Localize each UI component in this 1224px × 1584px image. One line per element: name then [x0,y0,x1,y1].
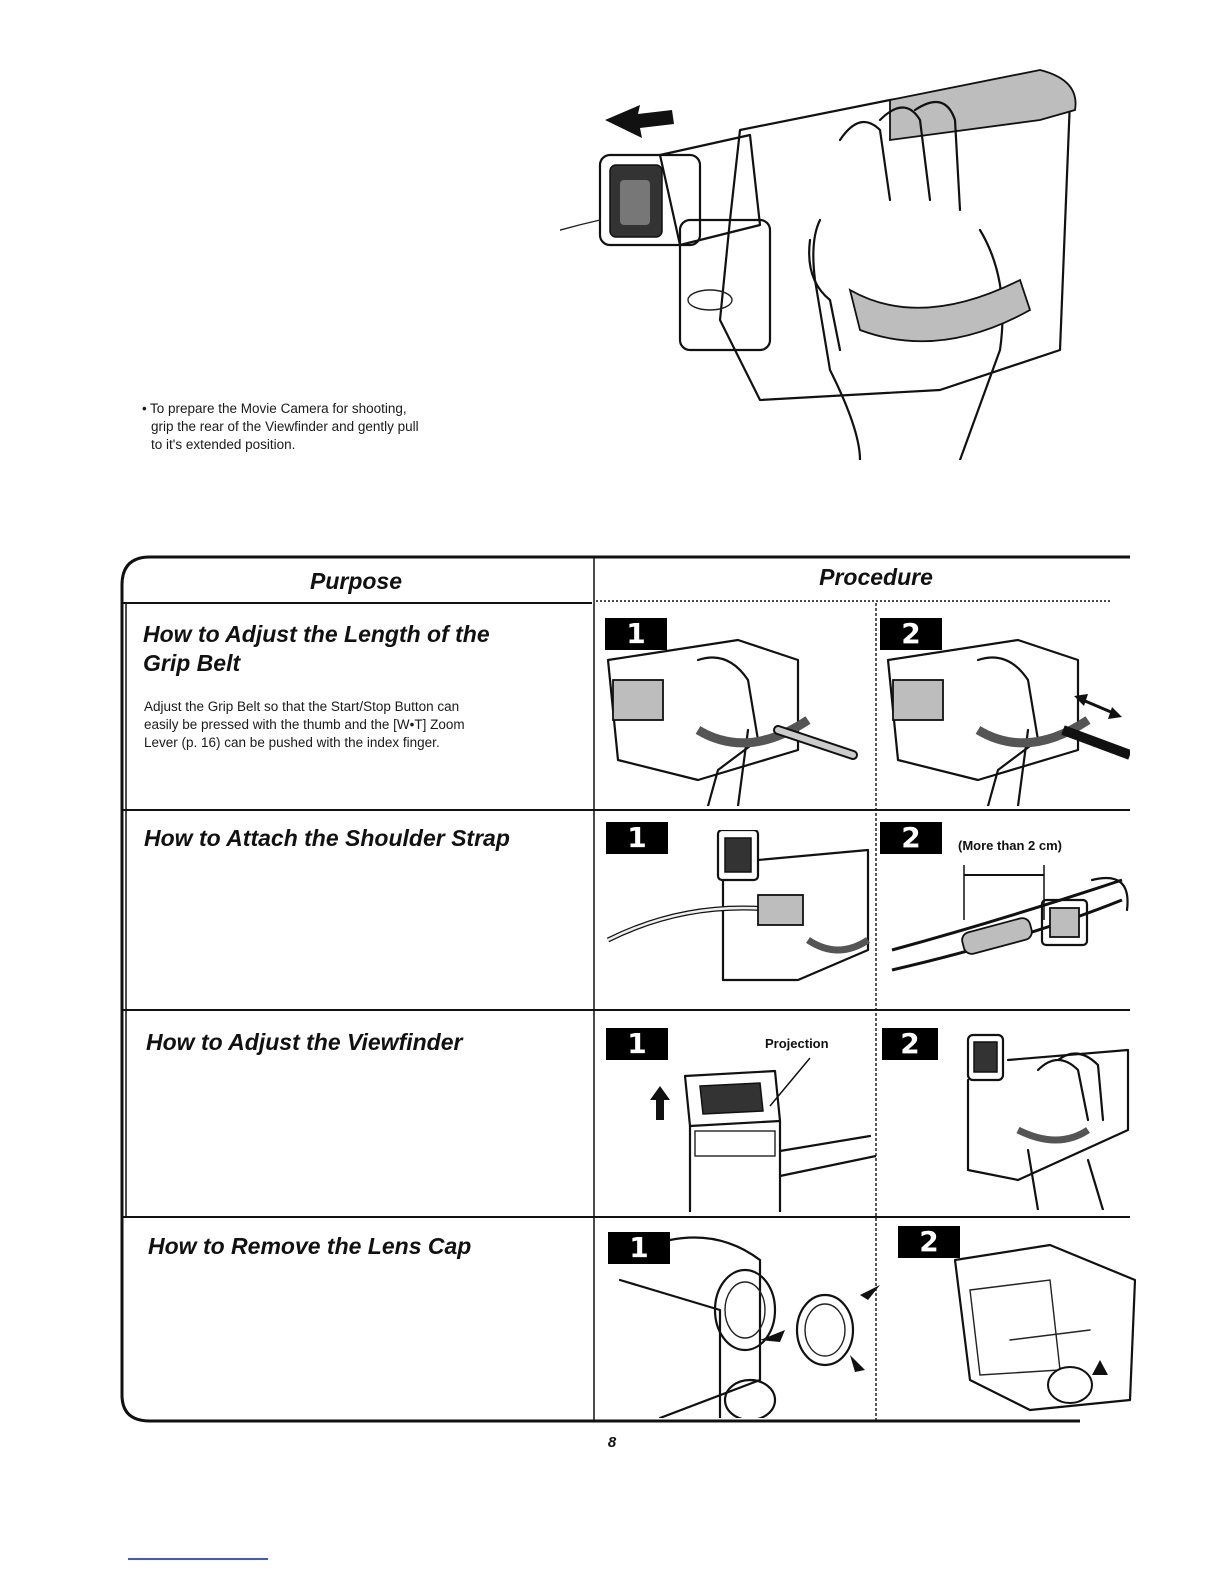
step-badge-1: 1 [605,618,667,650]
procedure-table-frame [120,555,1130,1423]
row-title-lens-cap: How to Remove the Lens Cap [148,1233,472,1259]
intro-caption: •To prepare the Movie Camera for shootin… [142,401,419,452]
camcorder-grip-illustration [560,69,1077,460]
viewfinder-step2-illustration [966,1033,1130,1210]
row-title-shoulder-strap: How to Attach the Shoulder Strap [144,825,510,851]
row-body-grip-belt: Adjust the Grip Belt so that the Start/S… [144,699,465,750]
procedure-header: Procedure [819,564,933,590]
shoulder-strap-step1-illustration [606,830,870,982]
step-badge-1: 1 [606,1028,668,1060]
bullet-icon: • [142,401,147,416]
lens-cap-step1-illustration [618,1236,880,1418]
grip-belt-step1-illustration [606,638,858,806]
step-badge-2: 2 [882,1028,938,1060]
step-badge-1: 1 [608,1232,670,1264]
viewfinder-step1-illustration [650,1057,876,1212]
arrow-double-icon [1074,694,1122,719]
step-badge-2: 2 [880,822,942,854]
page-number: 8 [607,1434,617,1451]
projection-label: Projection [765,1036,829,1051]
footer-rule [128,1558,268,1560]
row-title-viewfinder: How to Adjust the Viewfinder [146,1029,463,1055]
step-badge-1: 1 [606,822,668,854]
strap-length-note: (More than 2 cm) [958,838,1063,853]
row-title-grip-belt: How to Adjust the Length of the Grip Bel… [143,621,490,676]
step-badge-2: 2 [898,1226,960,1258]
step-badge-2: 2 [880,618,942,650]
shoulder-strap-step2-illustration [891,865,1129,972]
purpose-header: Purpose [309,568,403,594]
arrow-left-icon [605,105,674,138]
grip-belt-step2-illustration [886,638,1130,806]
arrow-up-icon [650,1086,670,1120]
lens-cap-step2-illustration [953,1243,1136,1412]
